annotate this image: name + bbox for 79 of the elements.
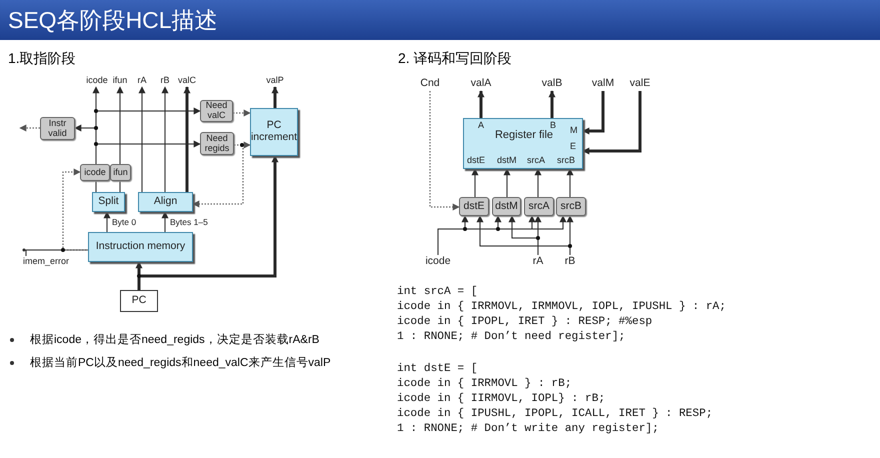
signal-label: icode (84, 75, 110, 87)
hardware-unit-box: Align (138, 192, 193, 212)
control-logic-box: dstE (459, 197, 489, 216)
connector-arrow (138, 86, 146, 192)
hardware-unit-box: Split (92, 192, 125, 212)
port-label: B (550, 121, 556, 130)
signal-label: valA (467, 77, 495, 91)
signal-label: valP (263, 75, 287, 87)
signal-label: valB (538, 77, 566, 91)
connector-arrow (104, 211, 110, 232)
register-box: PC (120, 290, 158, 312)
code-line: icode in { IPUSHL, IPOPL, ICALL, IRET } : RESP; (397, 408, 713, 420)
connector-arrow (116, 86, 124, 164)
edge-label: Bytes 1–5 (169, 217, 209, 227)
code-line: 1 : RNONE; # Don’t need register]; (397, 331, 626, 343)
connector-arrow (232, 110, 251, 116)
connector-arrow (184, 86, 190, 192)
signal-label: rA (530, 255, 546, 269)
control-logic-box: srcA (524, 197, 554, 216)
connector-arrow (566, 215, 574, 256)
connector-arrow (504, 168, 510, 198)
connector-arrow (472, 168, 478, 198)
edge-label: Byte 0 (111, 217, 138, 227)
connector-arrow (582, 91, 604, 134)
signal-label: rB (562, 255, 578, 269)
connector-arrow (430, 90, 460, 210)
connector-arrow (566, 168, 574, 198)
connector-arrow (19, 124, 40, 132)
connector-arrow (548, 90, 556, 118)
control-logic-box: ifun (110, 164, 131, 181)
port-label: M (570, 126, 578, 136)
bullet-text: 根据当前PC以及need_regids和need_valC来产生信号valP (30, 356, 331, 370)
code-line: 1 : RNONE; # Don’t write any register]; (397, 423, 659, 435)
port-label: dstM (497, 156, 517, 166)
connector-arrow (138, 155, 278, 290)
code-line: icode in { IRRMOVL } : rB; (397, 378, 572, 390)
connector-arrow (272, 86, 278, 108)
connector-arrow (96, 140, 201, 164)
bullet-text: 根据icode，得出是否need_regids，决定是否装载rA&rB (30, 332, 320, 347)
hardware-unit-box: PC increment (250, 108, 298, 156)
control-logic-box: Need regids (200, 132, 234, 155)
connector-arrow (162, 86, 168, 192)
port-label: A (478, 121, 484, 131)
connector-arrow (534, 168, 542, 198)
section-heading: 1.取指阶段 (8, 50, 76, 68)
signal-label: ifun (110, 75, 130, 87)
control-logic-box: srcB (556, 197, 586, 216)
register-name: Register file (494, 129, 554, 142)
register-file-box (463, 118, 583, 169)
hardware-unit-box: Instruction memory (88, 232, 193, 262)
port-label: srcA (527, 156, 545, 166)
signal-label: valC (176, 75, 198, 87)
connector-arrow (62, 168, 88, 250)
connector-arrow (192, 144, 244, 208)
signal-label: rB (157, 75, 173, 87)
code-line: icode in { IRRMOVL, IRMMOVL, IOPL, IPUSHL } : rA; (397, 301, 726, 313)
port-label: dstE (467, 156, 486, 166)
section-heading: 2. 译码和写回阶段 (398, 50, 512, 68)
port-label: E (570, 142, 576, 152)
slide-title: SEQ各阶段HCL描述 (8, 6, 218, 35)
control-logic-box: Need valC (200, 100, 233, 122)
control-logic-box: Instr valid (40, 117, 75, 140)
code-line: int dstE = [ (397, 363, 478, 375)
connector-arrow (582, 91, 642, 154)
port-label: srcB (557, 156, 575, 166)
signal-label: imem_error (20, 256, 72, 268)
connector-arrow (438, 215, 566, 256)
code-line: icode in { IPOPL, IRET } : RESP; #%esp (397, 316, 652, 328)
signal-label: valE (626, 77, 654, 91)
signal-label: icode (424, 255, 452, 269)
connector-arrow (478, 90, 484, 118)
code-line: icode in { IIRMOVL, IOPL} : rB; (397, 393, 606, 405)
signal-label: Cnd (418, 77, 442, 91)
code-line: int srcA = [ (397, 286, 478, 298)
connector-arrow (162, 211, 168, 232)
signal-label: valM (589, 77, 617, 91)
control-logic-box: icode (80, 164, 110, 181)
control-logic-box: dstM (492, 197, 521, 216)
signal-label: rA (134, 75, 150, 87)
